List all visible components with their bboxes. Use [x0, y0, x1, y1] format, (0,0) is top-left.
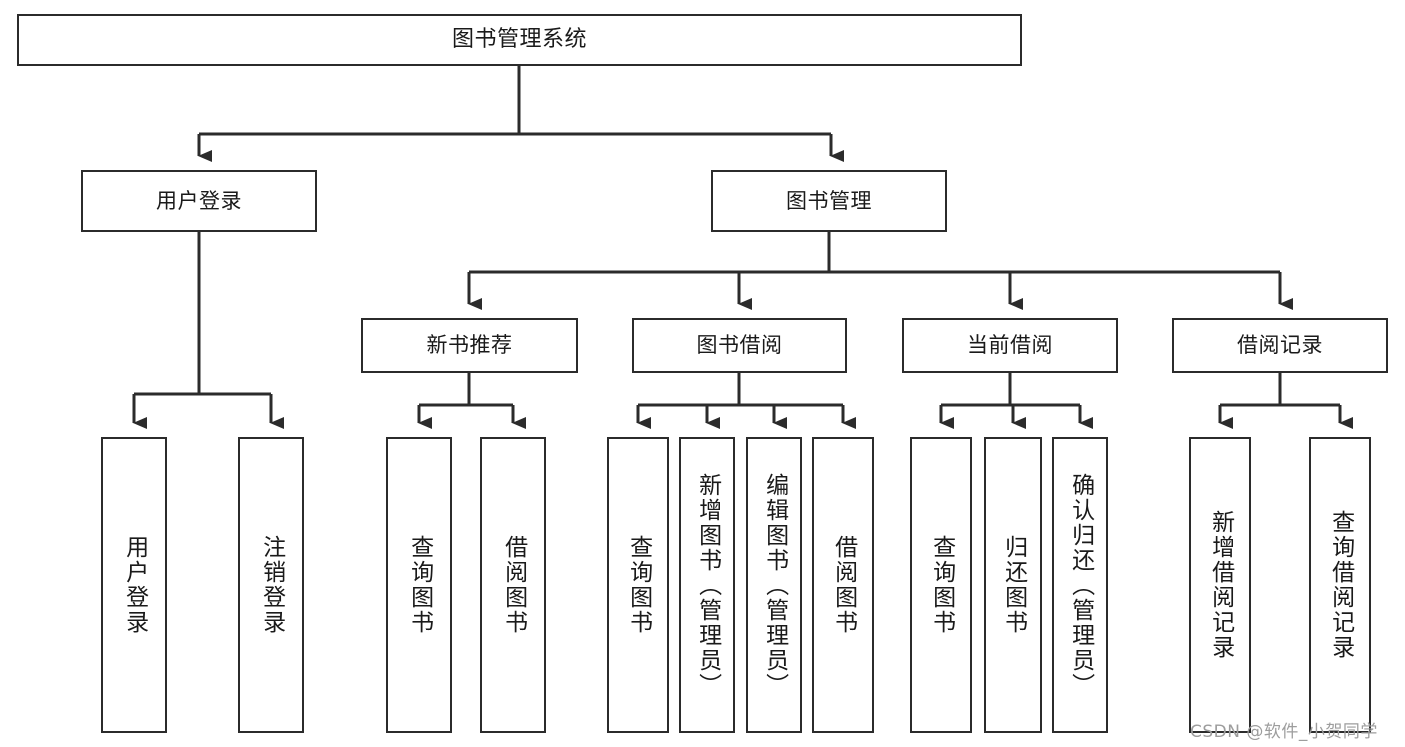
leaf-edit-book-admin-label: 编辑图书（管理员）	[761, 472, 788, 698]
node-borrow-record-label: 借阅记录	[1237, 333, 1323, 358]
leaf-add-book-admin[interactable]: 新增图书（管理员）	[679, 437, 735, 733]
leaf-borrow-book[interactable]: 借阅图书	[812, 437, 874, 733]
leaf-confirm-return-admin[interactable]: 确认归还（管理员）	[1052, 437, 1108, 733]
node-user-login[interactable]: 用户登录	[81, 170, 317, 232]
node-book-borrow[interactable]: 图书借阅	[632, 318, 847, 373]
leaf-query-borrow-record[interactable]: 查询借阅记录	[1309, 437, 1371, 733]
leaf-borrow-book-label: 借阅图书	[830, 535, 857, 635]
leaf-user-login[interactable]: 用户登录	[101, 437, 167, 733]
leaf-edit-book-admin[interactable]: 编辑图书（管理员）	[746, 437, 802, 733]
leaf-query-book-borrow-label: 查询图书	[625, 535, 652, 635]
leaf-borrow-book-new-label: 借阅图书	[500, 535, 527, 635]
leaf-query-book-current-label: 查询图书	[928, 535, 955, 635]
watermark: CSDN @软件_小贺同学	[1190, 722, 1378, 742]
leaf-return-book[interactable]: 归还图书	[984, 437, 1042, 733]
leaf-borrow-book-new[interactable]: 借阅图书	[480, 437, 546, 733]
leaf-logout-label: 注销登录	[258, 535, 285, 635]
leaf-query-book-current[interactable]: 查询图书	[910, 437, 972, 733]
node-book-management[interactable]: 图书管理	[711, 170, 947, 232]
node-root-label: 图书管理系统	[451, 27, 587, 53]
leaf-add-book-admin-label: 新增图书（管理员）	[694, 472, 721, 698]
leaf-query-book-new-label: 查询图书	[406, 535, 433, 635]
leaf-logout[interactable]: 注销登录	[238, 437, 304, 733]
leaf-query-book-borrow[interactable]: 查询图书	[607, 437, 669, 733]
leaf-query-borrow-record-label: 查询借阅记录	[1327, 510, 1354, 660]
leaf-query-book-new[interactable]: 查询图书	[386, 437, 452, 733]
leaf-add-borrow-record[interactable]: 新增借阅记录	[1189, 437, 1251, 733]
node-current-borrow[interactable]: 当前借阅	[902, 318, 1118, 373]
leaf-user-login-label: 用户登录	[121, 535, 148, 635]
leaf-return-book-label: 归还图书	[1000, 535, 1027, 635]
node-book-management-label: 图书管理	[786, 188, 872, 213]
node-new-book-recommend[interactable]: 新书推荐	[361, 318, 578, 373]
node-root[interactable]: 图书管理系统	[17, 14, 1022, 66]
node-borrow-record[interactable]: 借阅记录	[1172, 318, 1388, 373]
node-new-book-recommend-label: 新书推荐	[426, 333, 513, 358]
leaf-add-borrow-record-label: 新增借阅记录	[1207, 510, 1234, 660]
node-current-borrow-label: 当前借阅	[967, 333, 1053, 358]
leaf-confirm-return-admin-label: 确认归还（管理员）	[1067, 472, 1094, 698]
node-user-login-label: 用户登录	[156, 188, 242, 213]
node-book-borrow-label: 图书借阅	[696, 333, 783, 358]
